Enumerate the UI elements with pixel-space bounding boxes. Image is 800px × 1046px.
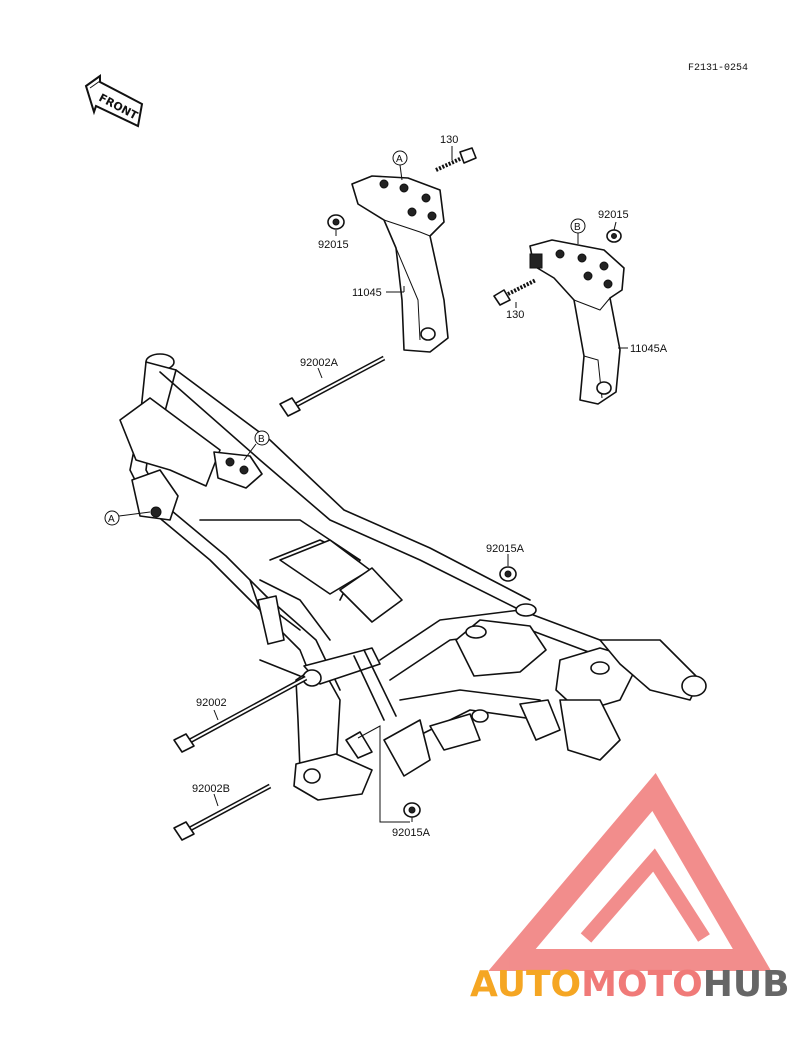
watermark-hub: HUB: [703, 964, 790, 1005]
marker-b-top: B: [574, 222, 581, 233]
watermark-text: AUTOMOTOHUB: [470, 964, 790, 1005]
label-130-right: 130: [506, 309, 524, 321]
engine-bracket-11045: [351, 175, 449, 353]
label-92015-left: 92015: [318, 239, 349, 251]
label-130-top: 130: [440, 134, 458, 146]
bolt-130-right: [493, 278, 537, 306]
marker-b-frame: B: [258, 434, 265, 445]
watermark-moto: MOTO: [581, 964, 703, 1005]
marker-a-frame: A: [108, 514, 115, 525]
reference-code: F2131-0254: [688, 63, 748, 74]
watermark-auto: AUTO: [470, 964, 581, 1005]
label-92015A-top: 92015A: [486, 543, 525, 555]
marker-a-top: A: [396, 154, 403, 165]
label-92015-right: 92015: [598, 209, 629, 221]
label-11045A: 11045A: [630, 343, 668, 355]
nut-92015A-bottom: [403, 802, 421, 818]
bolt-130-top: [435, 147, 477, 172]
label-92002A: 92002A: [300, 357, 339, 369]
nut-92015A-top: [499, 566, 517, 582]
part-callouts: 130 A 92015 11045 B 92015 130 11045A 920…: [104, 134, 668, 839]
nut-92015-left: [327, 214, 345, 230]
front-arrow-icon: FRONT: [84, 74, 144, 128]
bolt-92002: [173, 675, 308, 753]
motorcycle-frame: [119, 353, 707, 801]
engine-bracket-11045A: [529, 239, 625, 405]
nut-92015-right: [606, 229, 622, 243]
label-11045: 11045: [352, 287, 382, 299]
bolt-92002B: [173, 783, 272, 841]
watermark-logo: [488, 773, 772, 971]
label-92002: 92002: [196, 697, 227, 709]
label-92015A-bottom: 92015A: [392, 827, 431, 839]
svg-text:AUTOMOTOHUB: AUTOMOTOHUB: [470, 964, 790, 1005]
bolt-92002A: [279, 355, 386, 417]
label-92002B: 92002B: [192, 783, 230, 795]
